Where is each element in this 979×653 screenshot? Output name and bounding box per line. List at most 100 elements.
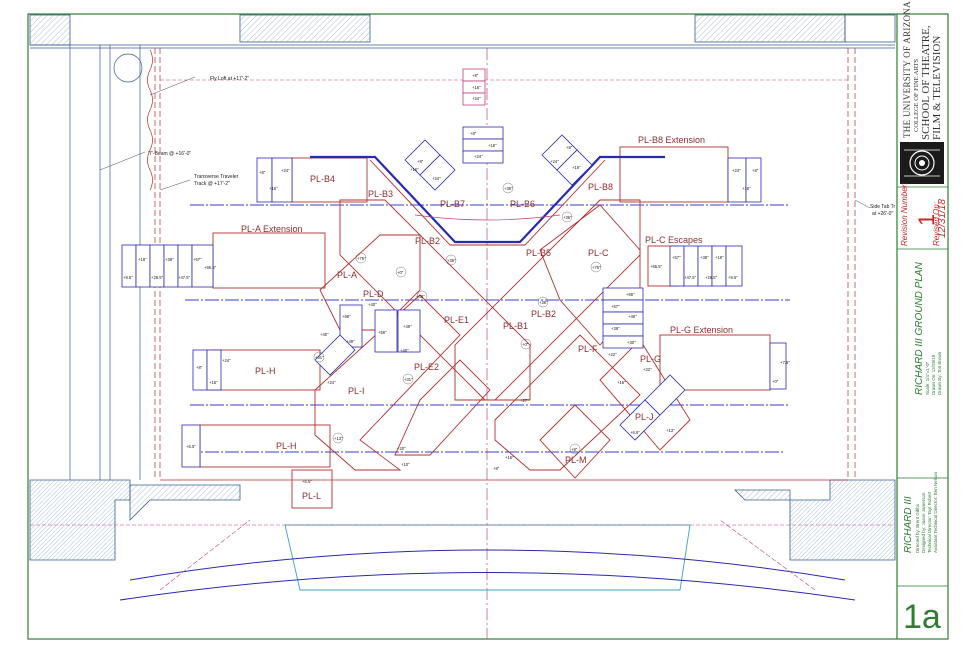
dim-b4a: +8" <box>259 170 266 175</box>
dim-ce1: +66.5" <box>650 264 663 269</box>
dim-f16: +16" <box>505 455 514 460</box>
label-pl-b2: PL-B2 <box>415 236 440 246</box>
dim-ae5: +28.5" <box>151 275 164 280</box>
dim-ae4: +9.5" <box>123 275 133 280</box>
elevation-marks <box>313 182 602 455</box>
leader-lines <box>99 76 871 209</box>
dim-d-s2: +58" <box>342 314 351 319</box>
tb-scale: Scale: 1/4"=1'-0" <box>925 361 930 395</box>
dim-b3c: +24" <box>432 176 441 181</box>
label-pl-b8-ext: PL-B8 Extension <box>638 135 705 145</box>
tb-university: THE UNIVERSITY OF ARIZONA <box>902 1 912 138</box>
dim-b4c: +16" <box>269 186 278 191</box>
side-rail-right <box>847 48 856 480</box>
dim-b8c: +24" <box>550 159 559 164</box>
dimension-labels: +8" +16" +24" +8" +16" +24" +8" +16" +24… <box>123 73 790 484</box>
dim-rb8b: +8" <box>752 168 759 173</box>
label-pl-d: PL-D <box>363 289 384 299</box>
dim-b2-36: +36" <box>447 258 456 263</box>
dim-ce5: +47.5" <box>684 275 697 280</box>
dim-g48: +48" <box>628 314 637 319</box>
dim-g57: +57" <box>611 304 620 309</box>
dim-d-s6: +49" <box>346 339 355 344</box>
dim-top3: +24" <box>472 96 481 101</box>
label-pl-c: PL-C <box>588 248 609 258</box>
dim-e2-10: +10" <box>401 462 410 467</box>
label-pl-c-escapes: PL-C Escapes <box>645 235 703 245</box>
label-pl-b2-lower: PL-B2 <box>531 309 556 319</box>
dim-g30: +30" <box>627 340 636 345</box>
diagonal-steps <box>314 134 686 441</box>
label-pl-b4: PL-B4 <box>310 174 335 184</box>
label-pl-j: PL-J <box>635 412 654 422</box>
tb-designed-by: Designed by: Jason Jamerson <box>921 492 926 553</box>
drawing-border <box>27 13 949 640</box>
traveler-note-1: Transverse Traveler <box>194 174 239 180</box>
label-pl-i: PL-I <box>348 386 365 396</box>
dim-m9: +9" <box>571 447 578 452</box>
school-logo <box>900 142 944 184</box>
dim-c75: +75" <box>592 265 601 270</box>
tb-college: COLLEGE OF FINE ARTS <box>913 58 920 132</box>
dim-e1-27: +27" <box>520 398 529 403</box>
dim-e2-20: +20" <box>397 446 406 451</box>
dim-top1: +8" <box>472 73 479 78</box>
dim-d33: +33" <box>416 294 425 299</box>
label-pl-g: PL-G <box>640 354 661 364</box>
dim-j65: +6.5" <box>630 430 640 435</box>
dim-b7b: +16" <box>488 143 497 148</box>
dim-ce6: +28.5" <box>705 275 718 280</box>
dim-e2-31: +31" <box>404 377 413 382</box>
label-pl-l: PL-L <box>302 491 321 501</box>
dim-b7c: +24" <box>474 154 483 159</box>
tb-drawing-title: RICHARD III GROUND PLAN <box>914 262 925 395</box>
dim-h31: +31" <box>315 355 324 360</box>
traveler-note-2: Track @ +17'-2" <box>194 181 230 187</box>
dim-l65: +6.5" <box>302 479 312 484</box>
dim-ae7: +66.5" <box>204 265 217 270</box>
dim-b1-0: +0" <box>522 342 529 347</box>
dim-f8: +8" <box>493 466 500 471</box>
dim-b3a: +8" <box>417 159 424 164</box>
dim-ce7: +9.5" <box>728 275 738 280</box>
label-pl-b3: PL-B3 <box>368 189 393 199</box>
platform-labels: PL-B4 PL-B3 PL-B7 PL-B6 PL-B8 PL-B8 Exte… <box>241 135 733 501</box>
dim-b8b: +16" <box>572 165 581 170</box>
dim-h2-65: +6.5" <box>186 444 196 449</box>
label-pl-a-ext: PL-A Extension <box>241 224 303 234</box>
label-pl-e1: PL-E1 <box>444 315 469 325</box>
dim-d-s7: +40" <box>400 348 409 353</box>
tb-tech-director: Technical Director: Tayt Robert <box>927 491 932 553</box>
label-pl-b1: PL-B1 <box>503 321 528 331</box>
dim-b3b: +16" <box>410 167 419 172</box>
side-tab-note-1: Side Tab Tr <box>870 204 896 210</box>
dim-ce2: +57" <box>672 255 681 260</box>
dim-ae6: +47.5" <box>178 275 191 280</box>
tb-revised-date: 12/31/18 <box>937 199 948 238</box>
dim-d-s3: +49" <box>403 324 412 329</box>
label-pl-h-upper: PL-H <box>255 366 276 376</box>
dim-d-s1: +40" <box>368 302 377 307</box>
label-pl-b7: PL-B7 <box>440 199 465 209</box>
dim-f22: +22" <box>608 352 617 357</box>
building-walls <box>29 14 896 561</box>
tb-drawn-by: Drawn By: Tori Brown <box>937 351 942 395</box>
dim-ce3: +38" <box>700 255 709 260</box>
dim-h2-13: +13" <box>334 436 343 441</box>
dim-b4b: +24" <box>281 168 290 173</box>
dim-h8: +8" <box>196 365 203 370</box>
dim-g39: +39" <box>611 326 620 331</box>
i-beam-note: "I"-Beam @ +16'-0" <box>148 151 191 157</box>
tb-production: RICHARD III <box>903 496 914 553</box>
label-pl-a: PL-A <box>337 270 357 280</box>
dim-rb8c: +16" <box>742 186 751 191</box>
label-pl-g-ext: PL-G Extension <box>670 325 733 335</box>
dim-ae2: +38" <box>165 257 174 262</box>
label-pl-h-lower: PL-H <box>276 441 297 451</box>
step-units <box>121 68 787 468</box>
label-pl-e2: PL-E2 <box>414 362 439 372</box>
tb-drawn-date: Drawn On: 12/28/18 <box>931 354 936 395</box>
label-pl-b8: PL-B8 <box>588 182 613 192</box>
dim-j13: +13" <box>666 428 675 433</box>
